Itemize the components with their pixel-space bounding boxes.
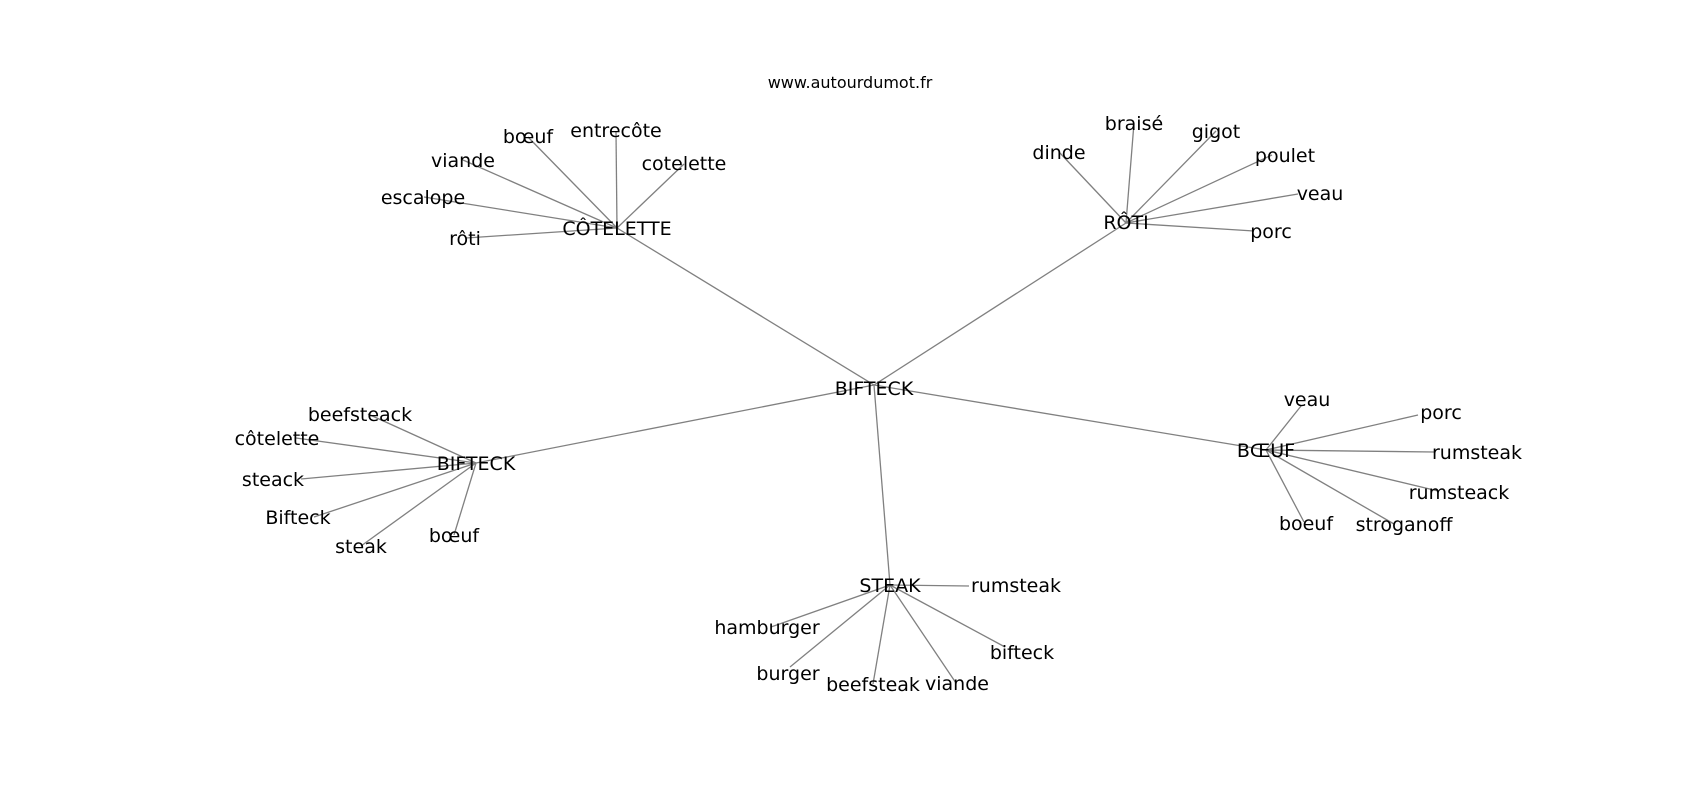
graph-edges — [295, 122, 1439, 685]
leaf-node-label: côtelette — [235, 428, 320, 450]
leaf-node-label: viande — [925, 673, 989, 695]
edge — [873, 384, 1267, 451]
edge — [889, 584, 957, 684]
edge — [615, 131, 618, 229]
edge — [789, 584, 891, 668]
edge — [1058, 151, 1127, 224]
leaf-node-label: dinde — [1032, 142, 1085, 164]
edge — [453, 462, 477, 536]
leaf-node-label: beefsteak — [826, 674, 920, 696]
edge — [770, 584, 891, 628]
edge — [616, 227, 875, 386]
leaf-node-label: steak — [335, 536, 387, 558]
edge — [1125, 154, 1273, 224]
edge — [475, 384, 875, 464]
site-url: www.autourdumot.fr — [768, 73, 933, 92]
edge — [1265, 414, 1419, 451]
edge — [423, 196, 618, 229]
leaf-node-label: cotelette — [642, 153, 727, 175]
leaf-node-label: porc — [1250, 221, 1292, 243]
edge — [313, 462, 477, 518]
edge — [616, 163, 685, 229]
leaf-node-label: boeuf — [1279, 513, 1334, 535]
edge — [300, 462, 477, 480]
edge — [889, 584, 1006, 648]
edge — [1125, 122, 1135, 224]
leaf-node-label: porc — [1420, 402, 1462, 424]
edge — [465, 227, 618, 239]
edge — [873, 384, 891, 586]
graph-nodes: BIFTECK CÔTELETTE bœuf entrecôte viande cotel… — [235, 113, 1522, 696]
leaf-node-label: veau — [1297, 183, 1344, 205]
edge — [1125, 193, 1299, 224]
edge — [873, 222, 1127, 386]
hub-node-label-bifteck: BIFTECK — [437, 453, 516, 475]
leaf-node-label: braisé — [1105, 113, 1163, 135]
leaf-node-label: burger — [756, 663, 819, 685]
leaf-node-label: entrecôte — [570, 120, 661, 142]
edge — [1265, 449, 1435, 453]
leaf-node-label: bifteck — [990, 642, 1054, 664]
leaf-node-label: hamburger — [714, 617, 820, 639]
hub-node-label-cotelette: CÔTELETTE — [562, 216, 671, 240]
hub-node-label-roti: RÔTI — [1103, 210, 1148, 234]
leaf-node-label: Bifteck — [265, 507, 330, 529]
leaf-node-label: stroganoff — [1356, 514, 1454, 536]
edge — [527, 136, 618, 229]
leaf-node-label: veau — [1284, 389, 1331, 411]
leaf-node-label: bœuf — [503, 126, 555, 148]
edge — [1265, 405, 1302, 451]
edge — [462, 159, 618, 229]
edge — [1265, 449, 1395, 525]
leaf-node-label: viande — [431, 150, 495, 172]
leaf-node-label: rumsteak — [1432, 442, 1522, 464]
leaf-node-label: steack — [242, 469, 304, 491]
hub-node-label-steak: STEAK — [859, 575, 921, 597]
leaf-node-label: beefsteack — [308, 404, 412, 426]
center-node-label: BIFTECK — [835, 378, 914, 400]
edge — [872, 584, 891, 685]
edge — [367, 413, 477, 464]
edge — [889, 584, 970, 587]
edge — [360, 462, 477, 547]
leaf-node-label: escalope — [381, 187, 465, 209]
leaf-node-label: gigot — [1192, 121, 1240, 143]
leaf-node-label: rumsteak — [971, 575, 1061, 597]
leaf-node-label: bœuf — [429, 525, 481, 547]
edge — [1265, 449, 1439, 492]
leaf-node-label: rumsteack — [1409, 482, 1510, 504]
edge — [295, 437, 477, 464]
leaf-node-label: rôti — [449, 228, 481, 250]
edge — [1125, 222, 1255, 232]
edge — [1265, 449, 1305, 523]
hub-node-label-boeuf: BŒUF — [1237, 440, 1295, 462]
leaf-node-label: poulet — [1255, 145, 1315, 167]
edge — [1125, 130, 1217, 224]
